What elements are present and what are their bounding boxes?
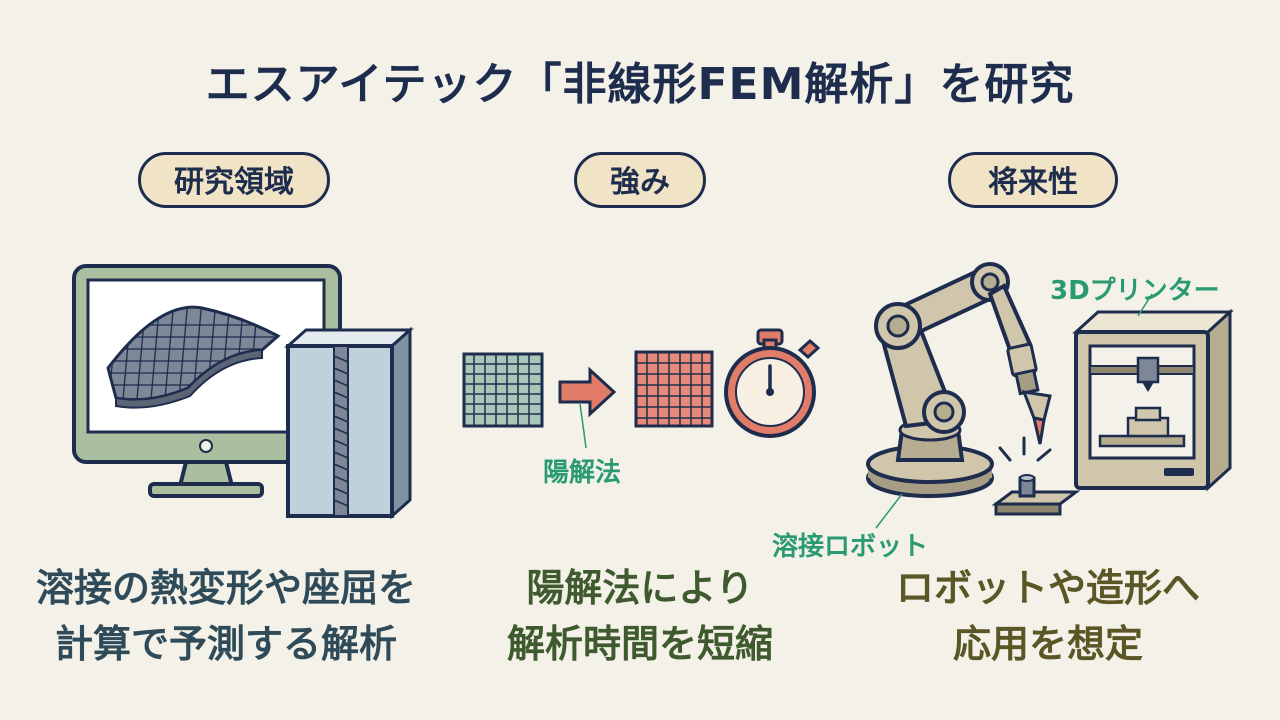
heading-future: 将来性	[948, 152, 1118, 208]
arrow-right-icon	[558, 366, 617, 418]
leader-line	[579, 403, 587, 449]
label-welding-robot: 溶接ロボット	[772, 532, 929, 562]
robot-leader-line	[875, 493, 903, 529]
heading-strength: 強み	[574, 152, 706, 208]
caption-research-area: 溶接の熱変形や座屈を 計算で予測する解析	[16, 560, 436, 672]
stopwatch-icon	[724, 328, 821, 438]
caption-research-area-line-1: 溶接の熱変形や座屈を	[35, 566, 416, 610]
coarse-mesh-icon	[462, 352, 544, 428]
caption-future-line-1: ロボットや造形へ	[895, 566, 1200, 610]
caption-strength-line-1: 陽解法により	[526, 566, 754, 610]
page-title: エスアイテック「非線形FEM解析」を研究	[205, 59, 1075, 110]
fine-mesh-icon	[634, 350, 714, 428]
caption-strength-line-2: 解析時間を短縮	[506, 622, 773, 666]
label-3d-printer: 3Dプリンター	[1050, 276, 1220, 306]
caption-future: ロボットや造形へ 応用を想定	[838, 560, 1258, 672]
welded-plate-icon	[284, 326, 414, 520]
caption-strength: 陽解法により 解析時間を短縮	[430, 560, 850, 672]
caption-research-area-line-2: 計算で予測する解析	[54, 622, 397, 666]
label-explicit-method: 陽解法	[543, 458, 622, 488]
3d-printer-icon	[1072, 308, 1234, 492]
heading-research-area: 研究領域	[138, 152, 330, 208]
welding-robot-icon	[866, 262, 1081, 516]
caption-future-line-2: 応用を想定	[952, 622, 1143, 666]
printer-leader-line	[1137, 293, 1153, 317]
